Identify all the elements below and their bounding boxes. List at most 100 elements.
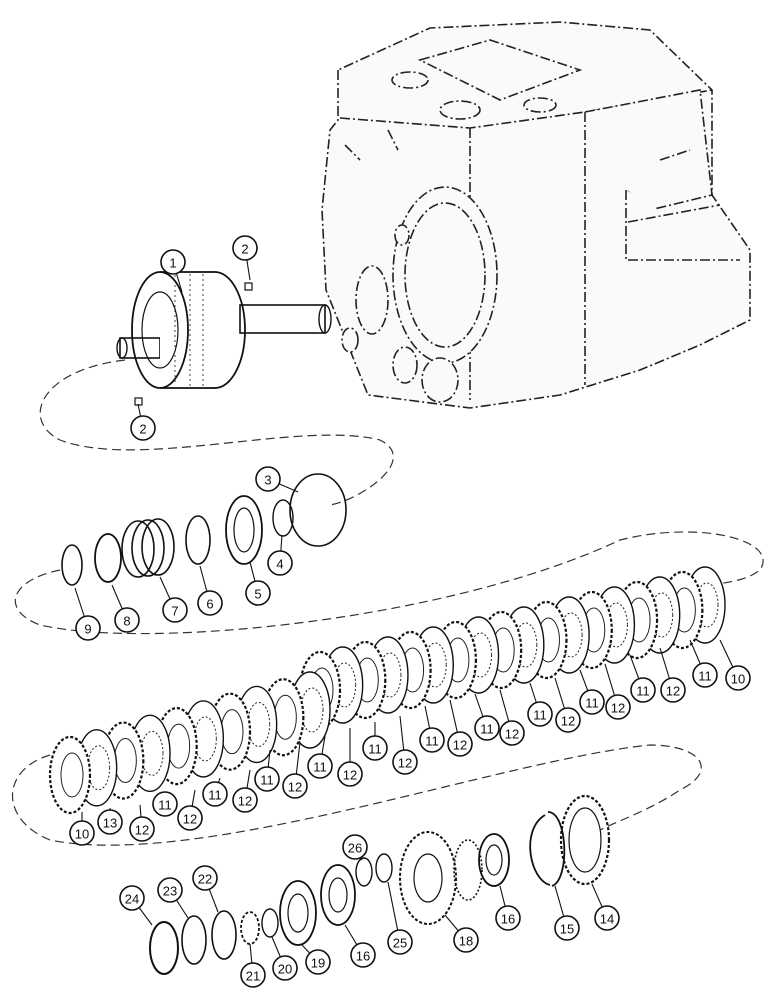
svg-text:11: 11: [698, 669, 712, 684]
callout-12: 12: [337, 761, 363, 787]
svg-text:11: 11: [260, 773, 274, 788]
callout-2: 2: [232, 235, 258, 261]
svg-text:7: 7: [171, 604, 178, 619]
svg-text:12: 12: [288, 780, 302, 795]
clutch-drum-shaft: [116, 271, 332, 406]
svg-text:14: 14: [600, 912, 614, 927]
svg-text:12: 12: [666, 684, 680, 699]
svg-text:11: 11: [636, 684, 650, 699]
svg-text:12: 12: [505, 727, 519, 742]
callout-13: 13: [97, 809, 123, 835]
callout-24: 24: [119, 885, 145, 911]
svg-text:6: 6: [206, 597, 213, 612]
svg-text:11: 11: [368, 742, 382, 757]
svg-text:16: 16: [356, 949, 370, 964]
svg-text:11: 11: [158, 798, 172, 813]
callout-23: 23: [157, 877, 183, 903]
transmission-housing: [321, 21, 751, 409]
callout-1: 1: [160, 249, 186, 275]
svg-text:18: 18: [459, 934, 473, 949]
callout-21: 21: [240, 962, 266, 988]
callout-6: 6: [197, 590, 223, 616]
callout-12: 12: [555, 707, 581, 733]
callout-3: 3: [255, 466, 281, 492]
svg-text:16: 16: [501, 912, 515, 927]
svg-text:10: 10: [731, 672, 745, 687]
lower-components: [149, 794, 611, 975]
callout-11: 11: [202, 781, 228, 807]
callout-2: 2: [130, 415, 156, 441]
svg-text:21: 21: [246, 969, 260, 984]
callout-12: 12: [499, 720, 525, 746]
svg-text:11: 11: [533, 708, 547, 723]
callout-4: 4: [267, 550, 293, 576]
callout-10: 10: [69, 820, 95, 846]
svg-text:12: 12: [343, 768, 357, 783]
callout-11: 11: [254, 766, 280, 792]
svg-text:23: 23: [163, 884, 177, 899]
svg-text:12: 12: [238, 794, 252, 809]
svg-text:5: 5: [254, 587, 261, 602]
callout-11: 11: [362, 735, 388, 761]
callout-labels: 1223456789101112111211121112111211121112…: [69, 235, 751, 988]
svg-text:24: 24: [125, 892, 139, 907]
callout-14: 14: [594, 905, 620, 931]
svg-text:25: 25: [393, 936, 407, 951]
callout-12: 12: [605, 694, 631, 720]
callout-22: 22: [192, 865, 218, 891]
svg-text:8: 8: [123, 614, 130, 629]
callout-12: 12: [447, 731, 473, 757]
svg-text:12: 12: [453, 738, 467, 753]
svg-text:9: 9: [84, 622, 91, 637]
callout-16: 16: [495, 905, 521, 931]
svg-text:2: 2: [241, 242, 248, 257]
svg-text:11: 11: [313, 760, 327, 775]
callout-11: 11: [579, 689, 605, 715]
callout-11: 11: [527, 701, 553, 727]
svg-text:1: 1: [169, 256, 176, 271]
svg-text:19: 19: [311, 956, 325, 971]
svg-text:4: 4: [276, 557, 283, 572]
svg-text:13: 13: [103, 816, 117, 831]
callout-26: 26: [342, 834, 368, 860]
friction-disc: [48, 735, 92, 815]
callout-12: 12: [129, 816, 155, 842]
svg-text:15: 15: [560, 922, 574, 937]
callout-19: 19: [305, 949, 331, 975]
svg-text:3: 3: [264, 473, 271, 488]
svg-text:11: 11: [208, 788, 222, 803]
svg-text:12: 12: [135, 823, 149, 838]
callout-18: 18: [453, 927, 479, 953]
svg-text:12: 12: [561, 714, 575, 729]
callout-12: 12: [660, 677, 686, 703]
callout-11: 11: [630, 677, 656, 703]
callout-15: 15: [554, 915, 580, 941]
svg-text:11: 11: [480, 722, 494, 737]
callout-25: 25: [387, 929, 413, 955]
callout-11: 11: [692, 662, 718, 688]
callout-12: 12: [392, 749, 418, 775]
callout-11: 11: [152, 791, 178, 817]
callout-20: 20: [272, 955, 298, 981]
callout-12: 12: [232, 787, 258, 813]
callout-11: 11: [474, 715, 500, 741]
svg-text:10: 10: [75, 827, 89, 842]
callout-11: 11: [419, 727, 445, 753]
svg-text:20: 20: [278, 962, 292, 977]
svg-text:22: 22: [198, 872, 212, 887]
callout-8: 8: [114, 607, 140, 633]
callout-11: 11: [307, 753, 333, 779]
svg-text:12: 12: [611, 701, 625, 716]
svg-text:26: 26: [348, 841, 362, 856]
callout-9: 9: [75, 615, 101, 641]
svg-text:11: 11: [425, 734, 439, 749]
callout-5: 5: [245, 580, 271, 606]
callout-16: 16: [350, 942, 376, 968]
clutch-plate-stacks: [48, 566, 726, 815]
callout-10: 10: [725, 665, 751, 691]
svg-text:2: 2: [139, 422, 146, 437]
svg-text:12: 12: [183, 812, 197, 827]
upper-components: [61, 473, 347, 586]
callout-12: 12: [177, 805, 203, 831]
